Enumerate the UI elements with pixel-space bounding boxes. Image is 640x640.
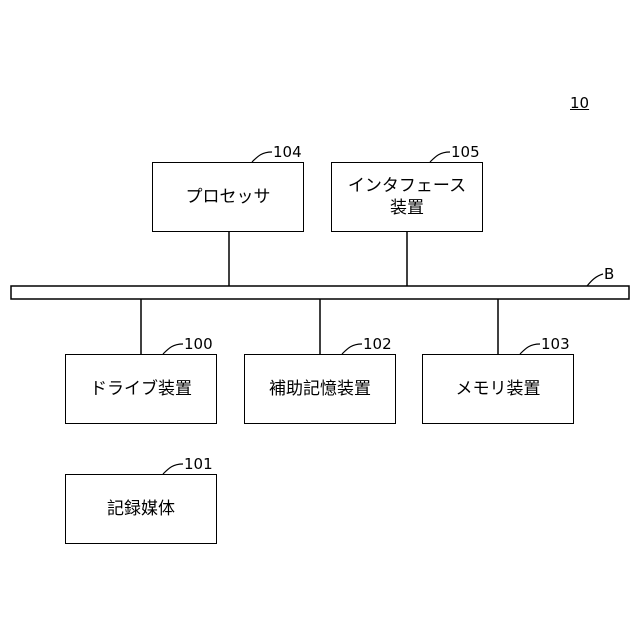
leader-104 (252, 152, 272, 162)
aux-storage-block: 補助記憶装置 (244, 354, 396, 424)
aux-storage-ref: 102 (363, 336, 392, 352)
bus-bar (11, 286, 629, 299)
leader-100 (163, 344, 183, 354)
leader-101 (163, 464, 183, 474)
leader-103 (520, 344, 540, 354)
leader-105 (430, 152, 450, 162)
memory-ref: 103 (541, 336, 570, 352)
interface-ref: 105 (451, 144, 480, 160)
leader-B (587, 274, 603, 286)
leader-102 (342, 344, 362, 354)
processor-ref: 104 (273, 144, 302, 160)
system-reference-numeral: 10 (570, 94, 589, 112)
drive-block: ドライブ装置 (65, 354, 217, 424)
memory-block: メモリ装置 (422, 354, 574, 424)
drive-ref: 100 (184, 336, 213, 352)
interface-block: インタフェース 装置 (331, 162, 483, 232)
recording-medium-block: 記録媒体 (65, 474, 217, 544)
recording-medium-ref: 101 (184, 456, 213, 472)
bus-ref: B (604, 266, 614, 282)
processor-block: プロセッサ (152, 162, 304, 232)
